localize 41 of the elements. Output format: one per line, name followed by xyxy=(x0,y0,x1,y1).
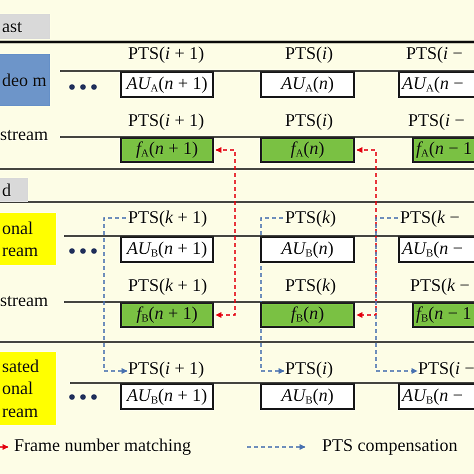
timestamp-label: PTS(k − xyxy=(410,276,470,296)
access-unit-box: AU$_{B}$(n + 1) xyxy=(120,236,214,263)
stream-label-box: deo m xyxy=(0,54,50,106)
timestamp-label: PTS(i) xyxy=(285,44,334,64)
legend-text: Frame number matching xyxy=(14,436,191,456)
section-header: ast xyxy=(0,14,50,39)
timestamp-label: PTS(i + 1) xyxy=(128,359,204,381)
access-unit-box: AU$_{B}$(n − xyxy=(398,383,474,410)
connector-arrow xyxy=(215,147,236,318)
frame-box: f$_{A}$(n − 1 xyxy=(412,137,474,163)
timestamp-label: PTS(k + 1) xyxy=(128,276,208,296)
timestamp-label: PTS(i − xyxy=(406,44,463,64)
connector-arrow xyxy=(375,217,418,374)
legend-text: PTS compensation xyxy=(322,436,458,456)
frame-box: f$_{B}$(n − 1 xyxy=(412,302,474,328)
timestamp-label: PTS(i) xyxy=(285,359,334,381)
access-unit-box: AU$_{B}$(n) xyxy=(260,383,355,410)
timestamp-label: PTS(i) xyxy=(285,111,334,131)
connector-arrow xyxy=(103,217,128,374)
stream-label-box: onal ream xyxy=(0,213,56,265)
timestamp-label: PTS(k + 1) xyxy=(128,208,208,230)
stream-label-box: sated onal ream xyxy=(0,352,56,425)
frame-box: f$_{B}$(n + 1) xyxy=(120,302,214,328)
timestamp-label: PTS(i + 1) xyxy=(128,44,204,64)
timestamp-label: PTS(i + 1) xyxy=(128,111,204,131)
connector-arrow xyxy=(356,147,377,318)
timestamp-label: PTS(k) xyxy=(285,208,336,230)
access-unit-box: AU$_{A}$(n − xyxy=(398,71,474,98)
frame-box: f$_{A}$(n + 1) xyxy=(120,137,214,163)
timestamp-label: PTS(k − xyxy=(400,208,460,230)
timestamp-label: PTS(i − xyxy=(408,111,465,131)
section-header: d xyxy=(0,178,28,202)
timestamp-label: PTS(k) xyxy=(285,276,336,296)
access-unit-box: AU$_{A}$(n) xyxy=(260,71,355,98)
access-unit-box: AU$_{B}$(n − xyxy=(398,236,474,263)
frame-box: f$_{A}$(n) xyxy=(260,137,355,163)
access-unit-box: AU$_{B}$(n) xyxy=(260,236,355,263)
timestamp-label: PTS(i − xyxy=(418,359,474,381)
frame-box: f$_{B}$(n) xyxy=(260,302,355,328)
access-unit-box: AU$_{A}$(n + 1) xyxy=(120,71,214,98)
access-unit-box: AU$_{B}$(n + 1) xyxy=(120,383,214,410)
